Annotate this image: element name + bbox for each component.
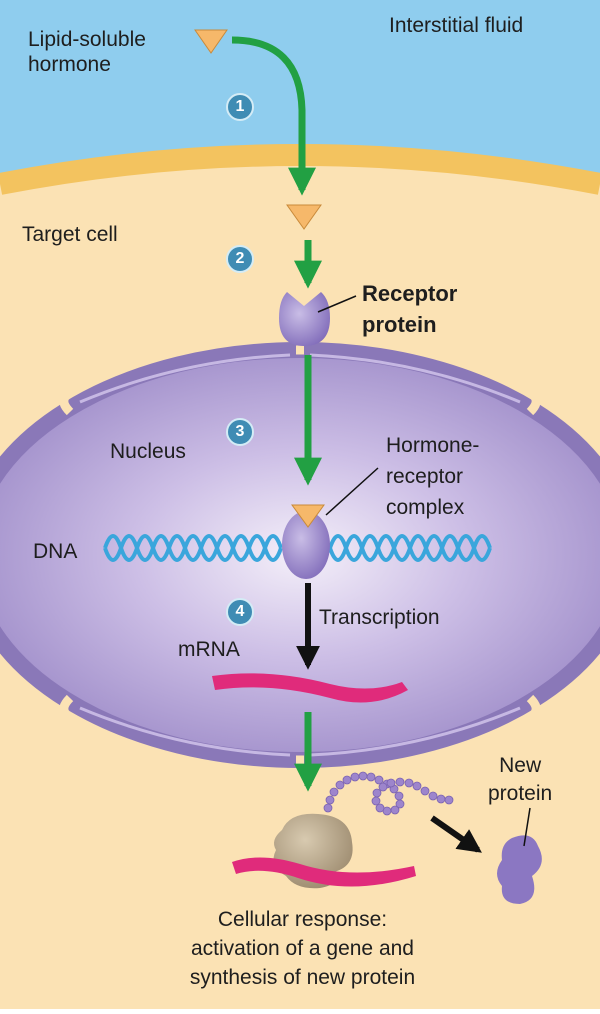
- step-badge-3: 3: [226, 418, 254, 446]
- cellular-response-label: Cellular response:activation of a gene a…: [189, 908, 416, 989]
- complex-leader-line: [325, 467, 379, 516]
- interstitial-fluid-label: Interstitial fluid: [389, 14, 524, 37]
- receptor-leader-line: [317, 295, 357, 313]
- complex-receptor-icon: [282, 511, 330, 579]
- envelope-lumen: [79, 353, 521, 757]
- transcription-label: Transcription: [319, 606, 440, 629]
- mrna-label: mRNA: [178, 638, 240, 661]
- hormone-triangle-icon: [286, 204, 322, 230]
- dna-helix-icon: [103, 534, 492, 562]
- arrow-to-new-protein: [430, 815, 482, 853]
- step-badge-2: 2: [226, 245, 254, 273]
- receptor-protein-icon: [279, 292, 330, 346]
- hormone-triangle-icon: [194, 29, 228, 54]
- new-protein-icon: [497, 835, 542, 904]
- target-cell-label: Target cell: [22, 223, 118, 246]
- mrna-strand-icon: [212, 673, 408, 703]
- step-badge-4: 4: [226, 598, 254, 626]
- nuclear-pores: [59, 345, 541, 765]
- complex-hormone-icon: [291, 504, 325, 528]
- nucleus-label: Nucleus: [110, 440, 186, 463]
- step-badge-1: 1: [226, 93, 254, 121]
- dna-label: DNA: [33, 540, 78, 563]
- arrow-hormone-entry: [231, 36, 316, 196]
- mrna-strand-ribosome: [232, 857, 416, 887]
- new-protein-leader-line: [523, 807, 531, 847]
- polypeptide-chain: [323, 771, 454, 816]
